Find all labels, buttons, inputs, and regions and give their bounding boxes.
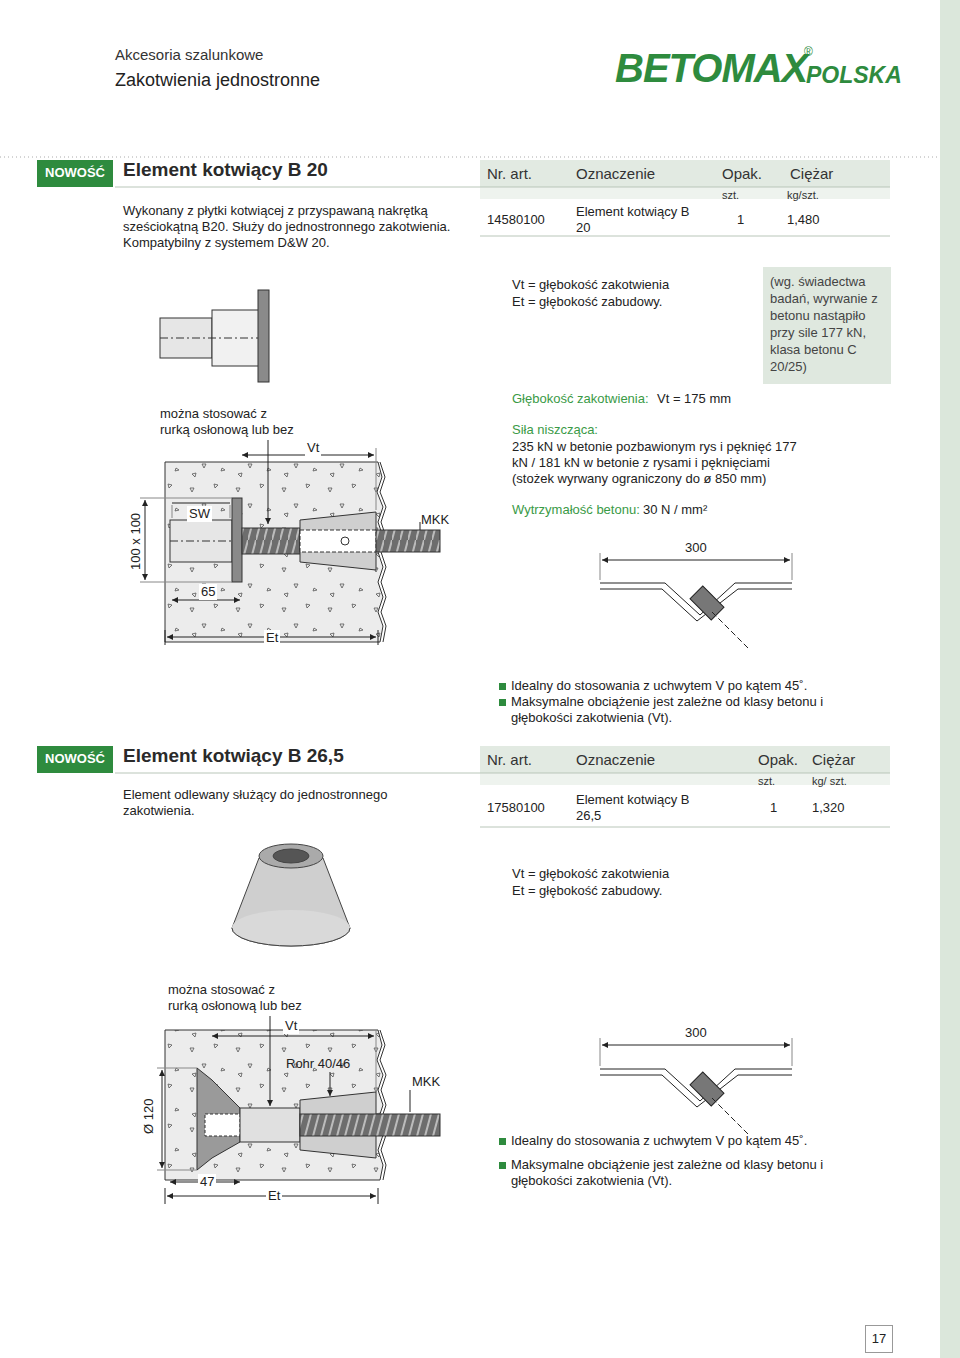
node-text: NOWOŚĆ — [41, 751, 109, 766]
table-header: Oznaczenie — [576, 166, 655, 182]
table-header: Opak. — [758, 752, 798, 768]
part-name: MKK — [412, 1074, 440, 1090]
dimension: 300 — [683, 1025, 709, 1041]
dimension: Vt — [283, 1018, 299, 1034]
bullet-note: Idealny do stosowania z uchwytem V po ką… — [499, 678, 851, 694]
table-cell: 1,320 — [812, 800, 845, 816]
note: Et = głębokość zabudowy. — [512, 883, 662, 899]
description: Element odlewany służący do jednostronne… — [123, 787, 423, 819]
table-cell: Element kotwiący B 20 — [576, 204, 706, 236]
unit: kg/szt. — [787, 187, 819, 203]
unit: szt. — [758, 773, 775, 789]
page-number: 17 — [865, 1325, 893, 1353]
callout-note: można stosować z rurką osłonową lub bez — [160, 406, 300, 438]
table-header: Opak. — [722, 166, 762, 182]
dimension: Ø 120 — [141, 1097, 157, 1136]
callout-note: można stosować z rurką osłonową lub bez — [168, 982, 308, 1014]
spec-heading: Siła niszcząca: — [512, 422, 598, 438]
logo: BETOMAX — [615, 46, 807, 90]
dimension: Vt — [305, 440, 321, 456]
table-header: Oznaczenie — [576, 752, 655, 768]
table-header: Ciężar — [790, 166, 833, 182]
table-cell: 1,480 — [787, 212, 820, 228]
unit: kg/ szt. — [812, 773, 847, 789]
bullet-note: Maksymalne obciążenie jest zależne od kl… — [499, 694, 851, 726]
table-cell: 17580100 — [487, 800, 545, 816]
info-box: (wg. świadectwa badań, wyrwanie z betonu… — [763, 267, 891, 384]
description: Wykonany z płytki kotwiącej z przyspawan… — [123, 203, 473, 251]
bullet-note: Idealny do stosowania z uchwytem V po ką… — [499, 1133, 851, 1149]
part-name: MKK — [421, 512, 449, 528]
unit: szt. — [722, 187, 739, 203]
spec-heading: Wytrzymałość betonu: — [512, 502, 640, 518]
note: Et = głębokość zabudowy. — [512, 294, 662, 310]
spec-value: 30 N / mm² — [643, 502, 707, 518]
node-text: 17 — [866, 1331, 892, 1346]
page-title: Zakotwienia jednostronne — [115, 70, 320, 91]
dimension: 300 — [683, 540, 709, 556]
new-badge: NOWOŚĆ — [37, 160, 113, 187]
table-cell: Element kotwiący B 26,5 — [576, 792, 706, 824]
spec-value: Vt = 175 mm — [657, 391, 731, 407]
logo-mark: ® — [804, 44, 813, 60]
table-cell: 14580100 — [487, 212, 545, 228]
note: Vt = głębokość zakotwienia — [512, 866, 669, 882]
node-text: NOWOŚĆ — [41, 165, 109, 180]
dimension: Et — [264, 630, 280, 646]
table-header: Nr. art. — [487, 752, 532, 768]
spec-heading: Głębokość zakotwienia: — [512, 391, 649, 407]
bullet-note: Maksymalne obciążenie jest zależne od kl… — [499, 1157, 851, 1189]
part-name: Rohr 40/46 — [286, 1056, 350, 1072]
node-text: (wg. świadectwa badań, wyrwanie z betonu… — [770, 273, 884, 375]
section-title: Element kotwiący B 20 — [123, 162, 328, 178]
dimension: 100 x 100 — [128, 511, 144, 572]
table-header: Ciężar — [812, 752, 855, 768]
spec-value: 235 kN w betonie pozbawionym rys i pękni… — [512, 439, 802, 487]
logo: POLSKA — [806, 62, 902, 88]
dimension: SW — [187, 506, 212, 522]
table-header: Nr. art. — [487, 166, 532, 182]
section-name: Akcesoria szalunkowe — [115, 47, 263, 63]
section-title: Element kotwiący B 26,5 — [123, 748, 344, 764]
dimension: 65 — [199, 584, 217, 600]
dimension: Et — [266, 1188, 282, 1204]
dimension: 47 — [198, 1174, 216, 1190]
table-cell: 1 — [770, 800, 777, 816]
table-cell: 1 — [737, 212, 744, 228]
new-badge: NOWOŚĆ — [37, 746, 113, 773]
note: Vt = głębokość zakotwienia — [512, 277, 669, 293]
